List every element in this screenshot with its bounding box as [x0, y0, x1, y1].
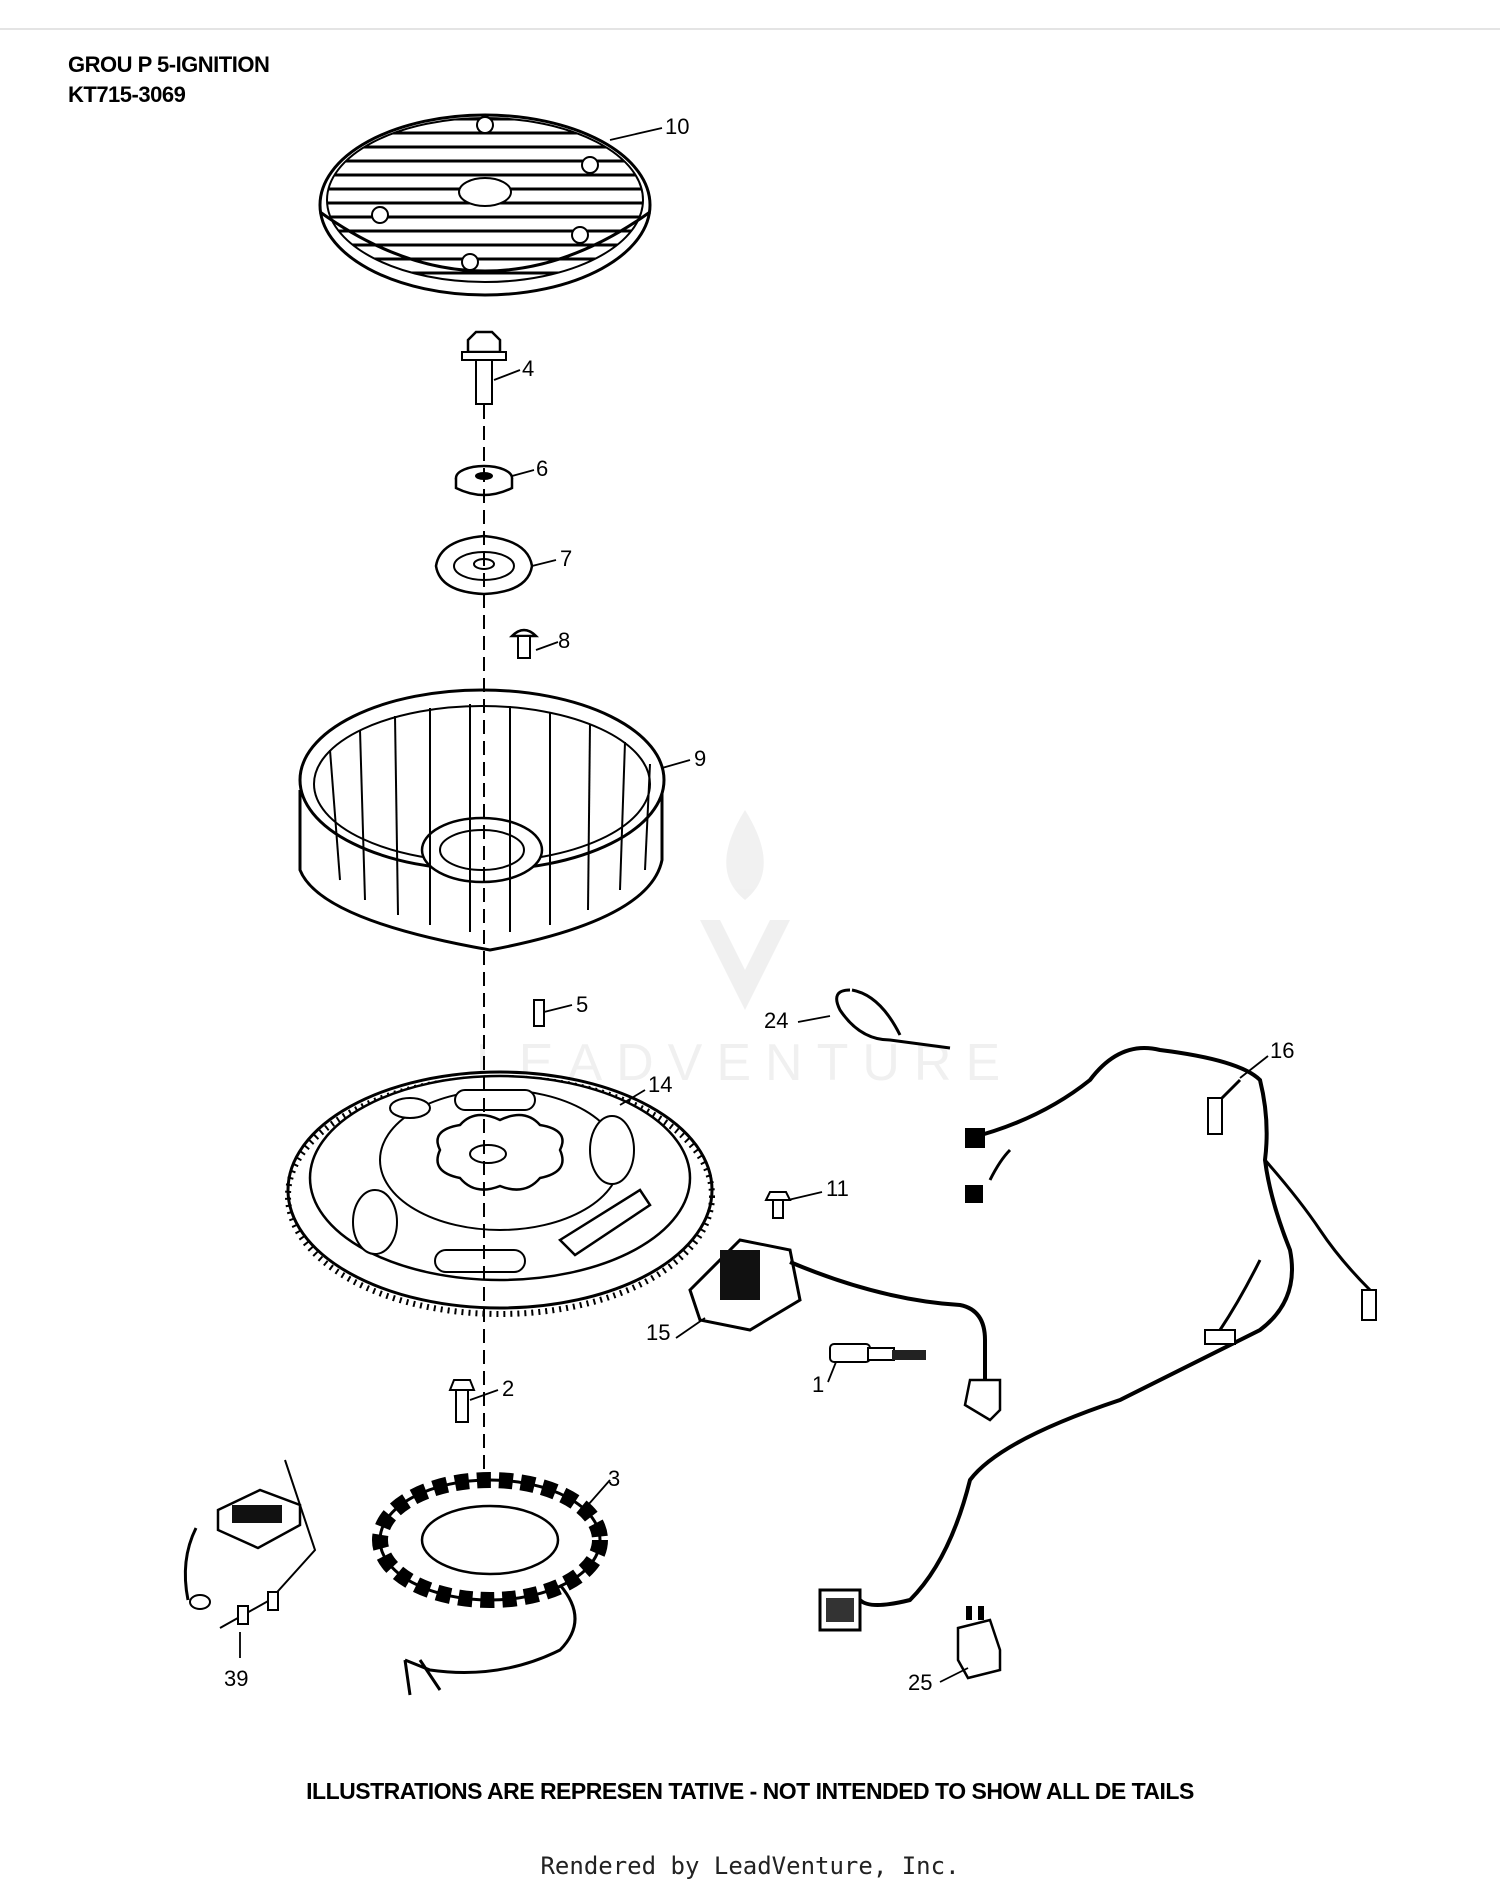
- part-10-screen[interactable]: [318, 113, 652, 297]
- part-2-screw[interactable]: [448, 1379, 476, 1423]
- callout-15: 15: [646, 1320, 670, 1345]
- part-9-fan[interactable]: [298, 688, 666, 952]
- part-3-stator[interactable]: [372, 1472, 608, 1696]
- callout-25: 25: [908, 1670, 932, 1695]
- callout-10: 10: [665, 114, 689, 139]
- part-8-screw[interactable]: [508, 628, 540, 659]
- leader-lines: [239, 127, 1269, 1683]
- callout-2: 2: [502, 1376, 514, 1401]
- model-number: KT715-3069: [68, 82, 186, 107]
- callout-5: 5: [576, 992, 588, 1017]
- part-39-regulator-kit[interactable]: [183, 1459, 317, 1629]
- top-divider: [0, 28, 1500, 30]
- disclaimer-text: ILLUSTRATIONS ARE REPRESEN TATIVE - NOT …: [306, 1778, 1194, 1804]
- callout-4: 4: [522, 356, 534, 381]
- part-25-relay[interactable]: [956, 1606, 1002, 1680]
- callout-8: 8: [558, 628, 570, 653]
- part-4-bolt[interactable]: [461, 330, 507, 405]
- part-11-screw[interactable]: [764, 1191, 792, 1219]
- callout-9: 9: [694, 746, 706, 771]
- callout-24: 24: [764, 1008, 788, 1033]
- part-15-ignition-module[interactable]: [688, 1238, 1002, 1422]
- part-5-key[interactable]: [533, 999, 545, 1027]
- part-16-wiring-harness[interactable]: [818, 1046, 1377, 1632]
- part-24-cable-tie[interactable]: [835, 988, 951, 1050]
- rendered-by-text: Rendered by LeadVenture, Inc.: [540, 1852, 960, 1880]
- callout-3: 3: [608, 1466, 620, 1491]
- part-14-flywheel[interactable]: [285, 1070, 715, 1317]
- callout-39: 39: [224, 1666, 248, 1691]
- callout-7: 7: [560, 546, 572, 571]
- callout-1: 1: [812, 1372, 824, 1397]
- callout-11: 11: [826, 1176, 849, 1201]
- group-title: GROU P 5-IGNITION: [68, 52, 270, 77]
- callout-16: 16: [1270, 1038, 1294, 1063]
- callout-6: 6: [536, 456, 548, 481]
- part-1-spark-plug[interactable]: [829, 1343, 926, 1363]
- callout-14: 14: [648, 1072, 672, 1097]
